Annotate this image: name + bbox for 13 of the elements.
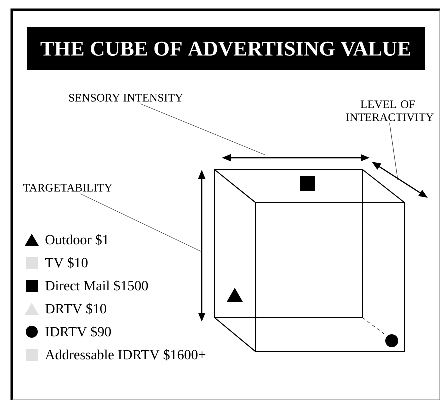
legend-label: IDRTV $90	[46, 326, 112, 338]
axis-label: SENSORY INTENSITY	[69, 94, 184, 102]
leader-line	[390, 123, 398, 180]
axis-label: TARGETABILITY	[23, 184, 112, 192]
title-banner: THE CUBE OF ADVERTISING VALUE	[27, 27, 425, 70]
legend-label: Direct Mail $1500	[46, 280, 148, 292]
axis-label: LEVEL OF INTERACTIVITY	[346, 100, 434, 122]
legend-label: Outdoor $1	[46, 234, 109, 246]
leader-line	[80, 194, 202, 252]
legend-label: Addressable IDRTV $1600+	[45, 349, 206, 361]
legend-label: TV $10	[45, 257, 88, 269]
leader-line	[140, 104, 266, 156]
legend-label: DRTV $10	[46, 303, 106, 315]
